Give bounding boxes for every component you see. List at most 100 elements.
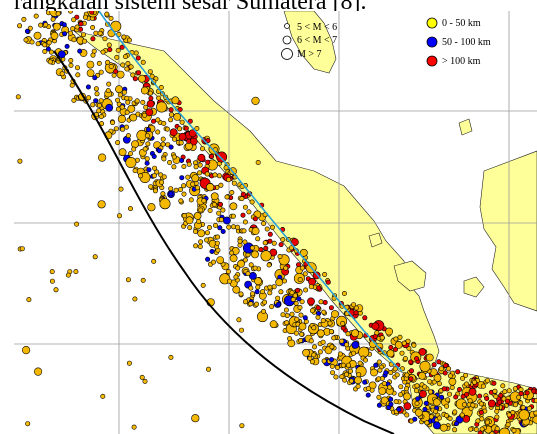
earthquake-event-marker [470, 402, 476, 408]
earthquake-event-marker [293, 330, 299, 336]
earthquake-event-marker [172, 136, 178, 142]
earthquake-event-marker [145, 141, 151, 147]
earthquake-event-marker [142, 112, 148, 118]
earthquake-event-marker [345, 331, 351, 337]
earthquake-event-marker [191, 174, 200, 183]
earthquake-event-marker [159, 179, 165, 185]
earthquake-event-marker [226, 177, 232, 183]
earthquake-event-marker [439, 394, 445, 400]
earthquake-event-marker [267, 231, 273, 237]
earthquake-event-marker [138, 173, 144, 179]
earthquake-event-marker [308, 277, 316, 286]
earthquake-event-marker [142, 146, 148, 152]
earthquake-event-marker [169, 112, 175, 118]
earthquake-event-marker [453, 394, 459, 400]
earthquake-event-marker [334, 364, 340, 370]
earthquake-event-marker [283, 307, 289, 313]
earthquake-event-marker [342, 377, 348, 383]
earthquake-event-marker [185, 216, 194, 225]
earthquake-event-marker [168, 117, 174, 123]
earthquake-event-marker [140, 277, 146, 283]
earthquake-event-marker [89, 11, 95, 15]
earthquake-event-marker [448, 377, 457, 386]
earthquake-event-marker [423, 400, 429, 406]
earthquake-event-marker [408, 368, 414, 374]
earthquake-event-marker [330, 370, 336, 376]
earthquake-event-marker [168, 354, 174, 360]
earthquake-event-marker [81, 32, 87, 38]
earthquake-event-marker [355, 383, 361, 389]
earthquake-event-marker [197, 153, 206, 162]
earthquake-event-marker [321, 309, 327, 315]
earthquake-event-marker [215, 234, 221, 240]
earthquake-event-marker [321, 358, 327, 364]
earthquake-event-marker [190, 181, 196, 187]
earthquake-event-marker [408, 359, 414, 365]
earthquake-event-marker [126, 360, 132, 366]
earthquake-event-marker [115, 85, 123, 94]
earthquake-event-marker [479, 426, 485, 432]
earthquake-event-marker [120, 62, 126, 68]
earthquake-event-marker [24, 28, 30, 34]
earthquake-event-marker [325, 279, 331, 285]
earthquake-event-marker [484, 378, 490, 384]
earthquake-event-marker [230, 213, 236, 219]
earthquake-event-marker [315, 305, 321, 311]
earthquake-event-marker [477, 393, 483, 399]
earthquake-event-marker [171, 154, 177, 160]
earthquake-event-marker [455, 369, 461, 375]
earthquake-event-marker [132, 76, 138, 82]
earthquake-event-marker [428, 389, 434, 395]
earthquake-event-marker [436, 415, 442, 421]
earthquake-event-marker [480, 383, 486, 389]
earthquake-event-marker [240, 191, 246, 197]
earthquake-event-marker [188, 129, 197, 138]
earthquake-event-marker [107, 47, 113, 53]
earthquake-event-marker [275, 301, 281, 307]
earthquake-event-marker [241, 228, 247, 234]
earthquake-event-marker [167, 160, 173, 166]
earthquake-event-marker [392, 366, 398, 372]
earthquake-event-marker [108, 15, 114, 21]
earthquake-event-marker [25, 421, 31, 427]
earthquake-event-marker [439, 423, 448, 432]
earthquake-event-marker [140, 86, 149, 95]
earthquake-event-marker [354, 376, 362, 385]
earthquake-event-marker [432, 398, 441, 407]
earthquake-event-marker [187, 225, 193, 231]
earthquake-event-marker [532, 415, 537, 424]
earthquake-event-marker [198, 239, 204, 245]
earthquake-event-marker [124, 66, 130, 72]
earthquake-event-marker [178, 187, 184, 193]
earthquake-event-marker [297, 337, 303, 343]
earthquake-event-marker [320, 339, 326, 345]
earthquake-event-marker [526, 405, 532, 411]
earthquake-event-marker [114, 54, 120, 60]
earthquake-event-marker [492, 388, 498, 394]
earthquake-event-marker [271, 240, 277, 246]
earthquake-event-marker [207, 208, 213, 214]
earthquake-event-marker [196, 219, 202, 225]
earthquake-event-marker [269, 320, 278, 329]
earthquake-event-marker [121, 89, 127, 95]
earthquake-event-marker [328, 305, 334, 311]
earthquake-event-marker [216, 256, 225, 264]
earthquake-event-marker [343, 371, 349, 377]
earthquake-event-marker [379, 335, 385, 341]
earthquake-event-marker [278, 242, 284, 248]
earthquake-event-marker [298, 312, 304, 318]
earthquake-event-marker [160, 136, 166, 142]
earthquake-event-marker [105, 59, 111, 65]
earthquake-event-marker [160, 191, 166, 197]
depth-symbol-shallow [426, 17, 438, 29]
earthquake-event-marker [53, 22, 61, 31]
earthquake-event-marker [144, 133, 150, 139]
earthquake-event-marker [381, 380, 387, 386]
earthquake-event-marker [126, 37, 132, 43]
earthquake-event-marker [115, 97, 121, 103]
earthquake-event-marker [242, 219, 248, 225]
earthquake-event-marker [494, 408, 500, 414]
earthquake-event-marker [90, 25, 96, 31]
earthquake-event-marker [432, 421, 441, 430]
earthquake-event-marker [275, 295, 281, 301]
